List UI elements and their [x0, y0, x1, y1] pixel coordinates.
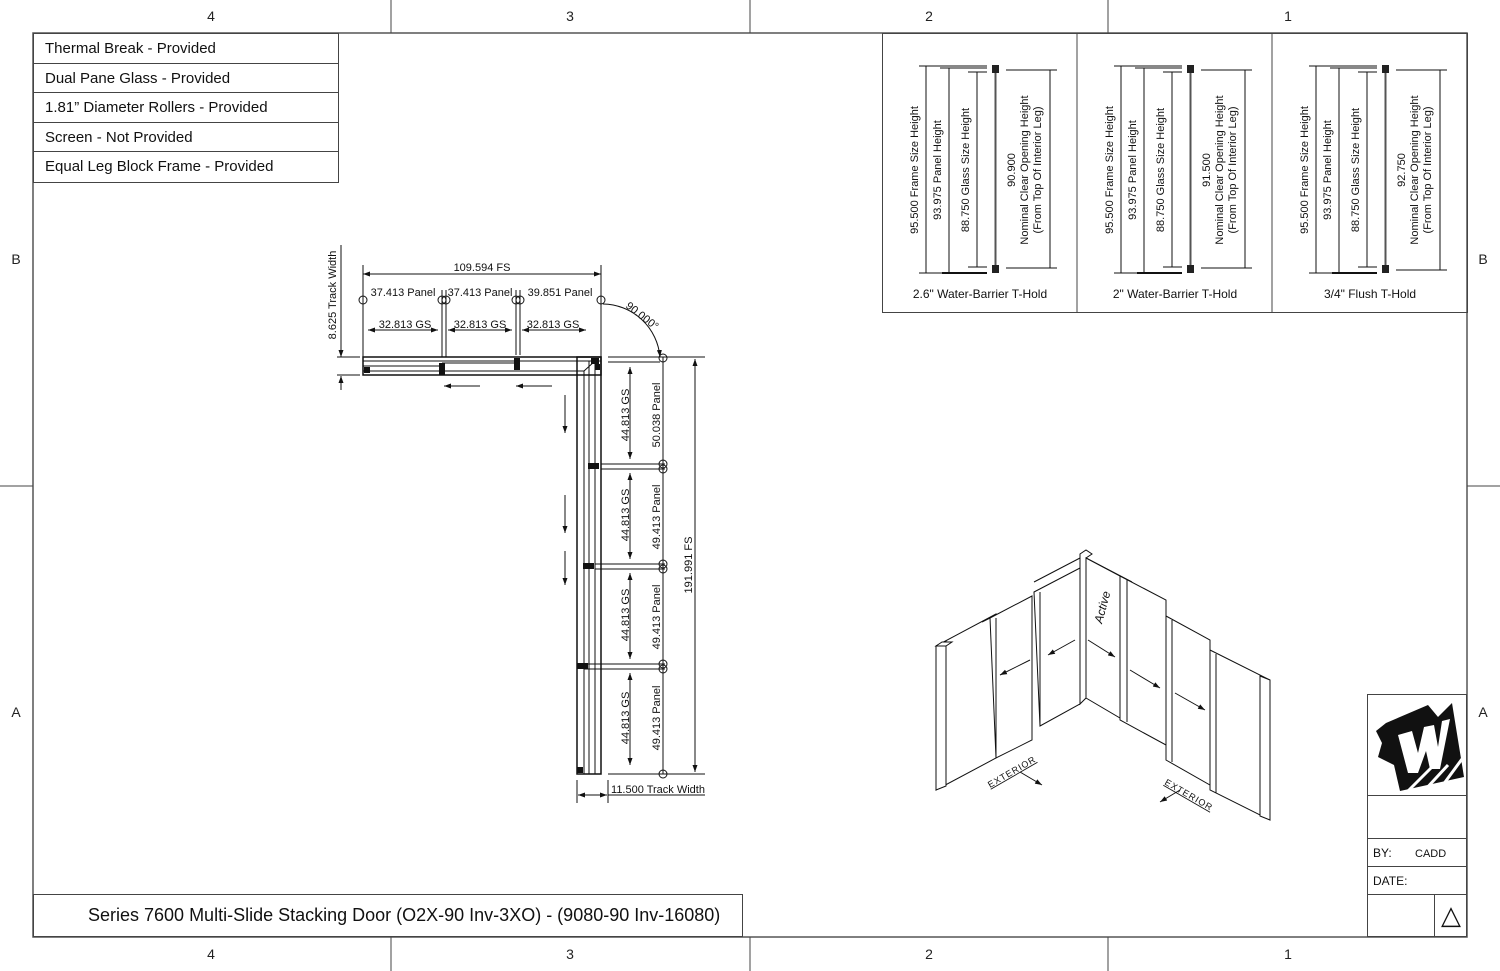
right-gs-2: 44.813 GS [620, 489, 632, 542]
spec-screen: Screen - Not Provided [34, 123, 338, 153]
top-gs-3: 32.813 GS [527, 319, 580, 331]
blank-cell [1368, 796, 1466, 839]
panel-height-label: 93.975 Panel Height [932, 120, 944, 220]
right-gs-1: 44.813 GS [620, 389, 632, 442]
by-cell: BY: CADD [1368, 839, 1466, 867]
right-gs-4: 44.813 GS [620, 692, 632, 745]
spec-frame: Equal Leg Block Frame - Provided [45, 158, 274, 176]
corner-angle: 90.000° [623, 300, 660, 333]
company-logo-icon [1376, 703, 1464, 793]
right-panel-1: 50.038 Panel [651, 383, 663, 448]
zone-row-a-right: A [1478, 704, 1488, 720]
plan-view: 109.594 FS 37.413 Panel 37.413 Panel 39.… [327, 245, 705, 803]
zone-column-3-bottom: 3 [566, 946, 574, 962]
top-frame-size: 109.594 FS [454, 262, 511, 274]
by-label: BY: [1373, 846, 1392, 860]
zone-column-4-bottom: 4 [207, 946, 215, 962]
spec-thermal-break: Thermal Break - Provided [34, 34, 338, 64]
frame-size-height-label: 95.500 Frame Size Height [909, 106, 921, 234]
frame-size-height-label: 95.500 Frame Size Height [1104, 106, 1116, 234]
zone-column-3-top: 3 [566, 8, 574, 24]
sill-caption: 2.6" Water-Barrier T-Hold [913, 287, 1047, 301]
zone-row-b-right: B [1478, 251, 1488, 267]
zone-column-2-top: 2 [925, 8, 933, 24]
frame-size-height-label: 95.500 Frame Size Height [1299, 106, 1311, 234]
sill-section-2: 95.500 Frame Size Height 93.975 Panel He… [1104, 65, 1252, 301]
right-panel-4: 49.413 Panel [651, 686, 663, 751]
top-panel-2: 37.413 Panel [448, 287, 513, 299]
sill-caption: 3/4" Flush T-Hold [1324, 287, 1416, 301]
clear-opening-note: (From Top Of Interior Leg) [1032, 107, 1044, 234]
glass-size-height-label: 88.750 Glass Size Height [960, 108, 972, 232]
revision-triangle-icon: △ [1441, 900, 1461, 930]
sill-section-1: 95.500 Frame Size Height 93.975 Panel He… [909, 65, 1057, 301]
top-gs-2: 32.813 GS [454, 319, 507, 331]
logo-cell [1368, 695, 1466, 796]
sill-section-3: 95.500 Frame Size Height 93.975 Panel He… [1299, 65, 1447, 301]
top-panel-3: 39.851 Panel [528, 287, 593, 299]
spec-dual-pane-glass: Dual Pane Glass - Provided [34, 64, 338, 94]
clear-opening-value: 92.750 [1396, 153, 1408, 187]
glass-size-height-label: 88.750 Glass Size Height [1155, 108, 1167, 232]
top-track-width: 8.625 Track Width [327, 251, 339, 340]
clear-opening-value: 91.500 [1201, 153, 1213, 187]
sill-sections: 95.500 Frame Size Height 93.975 Panel He… [882, 33, 1468, 313]
zone-column-1-bottom: 1 [1284, 946, 1292, 962]
top-panel-1: 37.413 Panel [371, 287, 436, 299]
drawing-title: Series 7600 Multi-Slide Stacking Door (O… [33, 894, 743, 937]
glass-size-height-label: 88.750 Glass Size Height [1350, 108, 1362, 232]
revision-cell: △ [1368, 895, 1466, 936]
right-frame-size: 191.991 FS [683, 537, 695, 594]
spec-table: Thermal Break - Provided Dual Pane Glass… [33, 33, 339, 183]
sill-caption: 2" Water-Barrier T-Hold [1113, 287, 1237, 301]
clear-opening-label: Nominal Clear Opening Height [1019, 95, 1031, 244]
right-panel-2: 49.413 Panel [651, 485, 663, 550]
zone-column-4-top: 4 [207, 8, 215, 24]
clear-opening-value: 90.900 [1006, 153, 1018, 187]
zone-row-b-left: B [11, 251, 21, 267]
isometric-view: Active EXTERIOR EXTERIOR [934, 549, 1271, 821]
panel-height-label: 93.975 Panel Height [1127, 120, 1139, 220]
clear-opening-note: (From Top Of Interior Leg) [1227, 107, 1239, 234]
panel-height-label: 93.975 Panel Height [1322, 120, 1334, 220]
title-block: BY: CADD DATE: △ [1367, 694, 1467, 937]
right-gs-3: 44.813 GS [620, 589, 632, 642]
top-gs-1: 32.813 GS [379, 319, 432, 331]
date-label: DATE: [1373, 874, 1408, 888]
right-track-width: 11.500 Track Width [611, 784, 705, 796]
zone-column-2-bottom: 2 [925, 946, 933, 962]
clear-opening-label: Nominal Clear Opening Height [1214, 95, 1226, 244]
date-cell: DATE: [1368, 867, 1466, 895]
clear-opening-note: (From Top Of Interior Leg) [1422, 107, 1434, 234]
zone-row-a-left: A [11, 704, 21, 720]
zone-column-1-top: 1 [1284, 8, 1292, 24]
right-panel-3: 49.413 Panel [651, 585, 663, 650]
clear-opening-label: Nominal Clear Opening Height [1409, 95, 1421, 244]
by-value: CADD [1415, 848, 1447, 860]
spec-rollers: 1.81” Diameter Rollers - Provided [34, 93, 338, 123]
